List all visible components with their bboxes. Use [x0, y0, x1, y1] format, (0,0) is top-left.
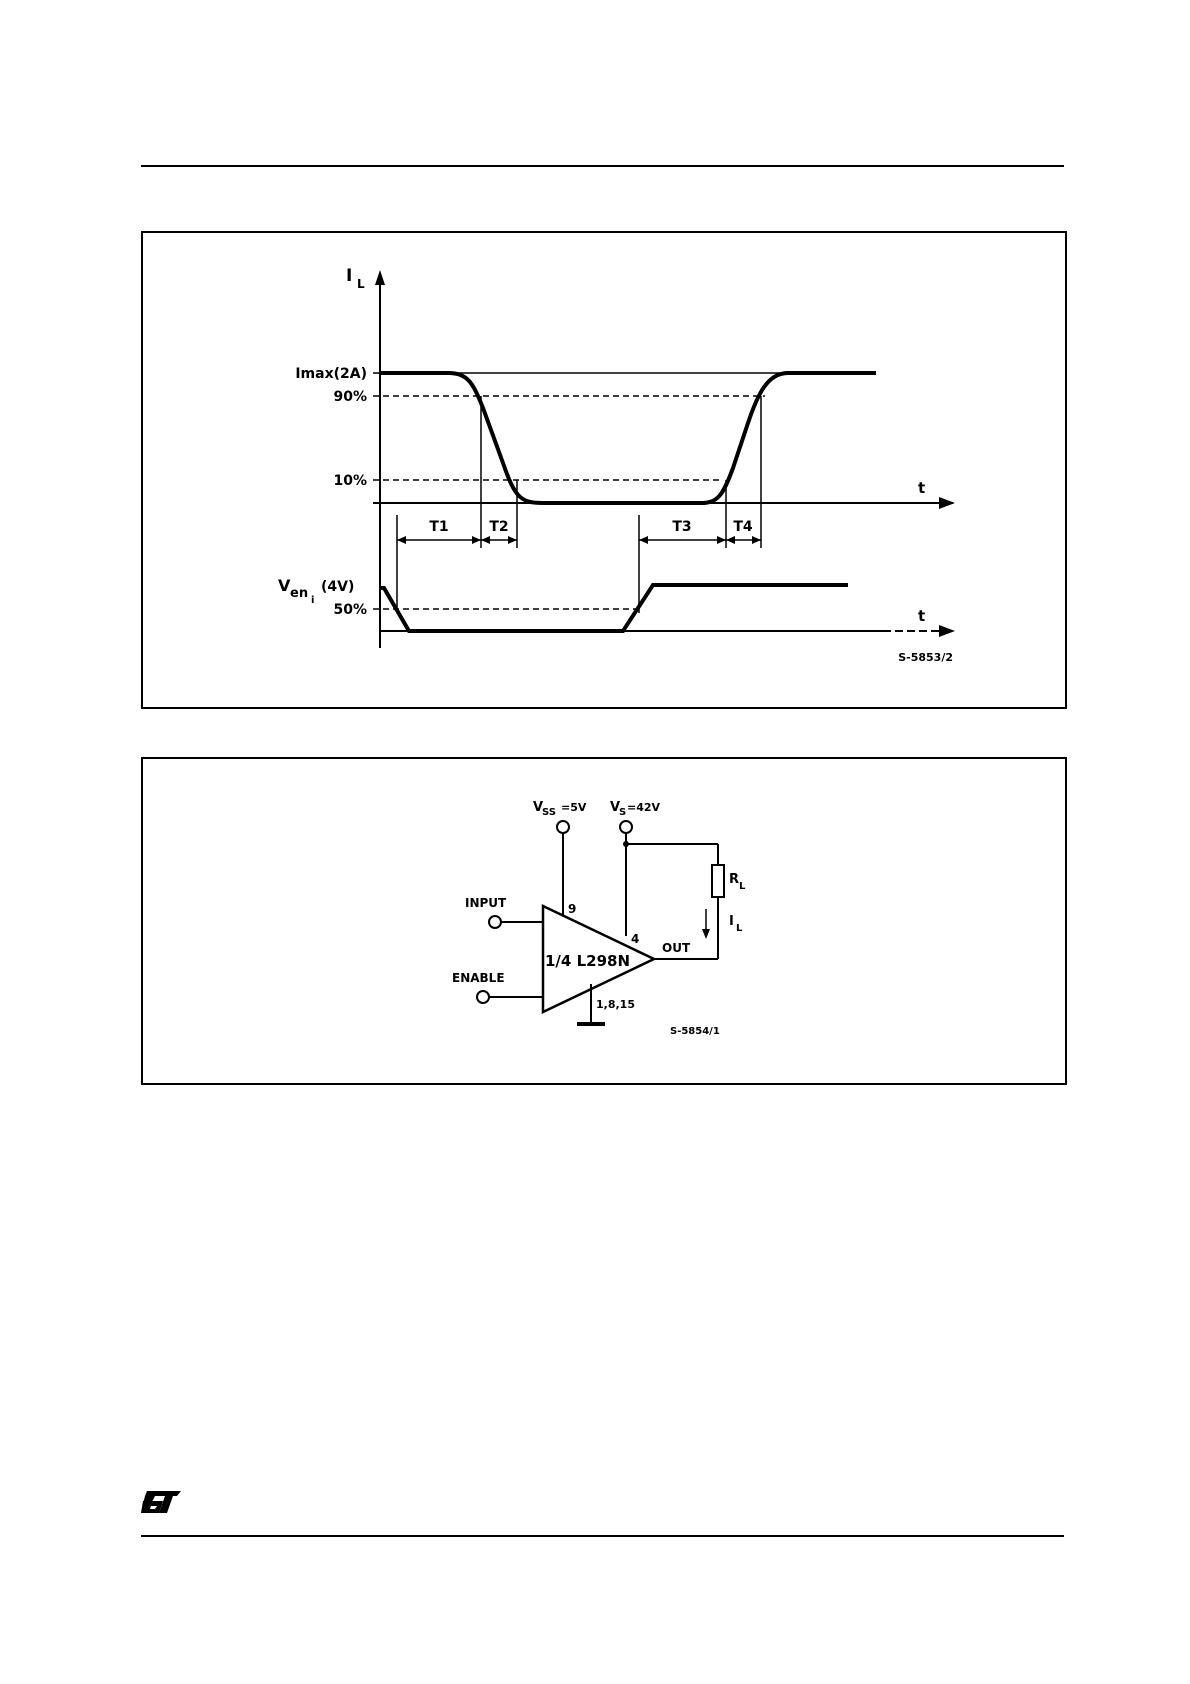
test-circuit: V SS =5V 9 V S =42V 4 R L I L 1/4 L298N …	[452, 800, 746, 1037]
rl-symbol: R	[729, 872, 739, 887]
vs-symbol: V	[610, 800, 620, 815]
t3-label: T3	[672, 519, 691, 535]
vss-value: =5V	[561, 801, 587, 814]
load-resistor-icon	[711, 864, 725, 898]
t2-label: T2	[489, 519, 508, 535]
vss-symbol: V	[533, 800, 543, 815]
bridge-driver-triangle-icon	[541, 904, 657, 1014]
st-logo	[141, 1489, 183, 1515]
current-axis-arrow-icon	[375, 270, 385, 285]
ven-sub2: i	[311, 595, 314, 606]
il-subscript: L	[736, 923, 743, 934]
timing-diagram-frame: I L Imax(2A) 90% 10% t T1	[141, 231, 1067, 709]
ven-subscript: en	[290, 586, 308, 601]
level-90-label: 90%	[333, 389, 367, 405]
vs-terminal-icon	[619, 820, 633, 834]
time-axis-top-label: t	[918, 479, 925, 497]
enable-voltage-waveform	[380, 583, 848, 633]
test-circuit-frame: V SS =5V 9 V S =42V 4 R L I L 1/4 L298N …	[141, 757, 1067, 1085]
header-rule	[141, 165, 1064, 167]
enable-label: ENABLE	[452, 971, 505, 985]
t4-label: T4	[733, 519, 753, 535]
vss-pin-number: 9	[568, 902, 576, 916]
input-terminal-icon	[488, 915, 502, 929]
time-axis-top-arrow-icon	[939, 497, 955, 509]
time-axis-bottom-label: t	[918, 607, 925, 625]
vs-pin-number: 4	[631, 932, 639, 946]
timing-diagram: I L Imax(2A) 90% 10% t T1	[278, 266, 955, 664]
circuit-figure-code: S-5854/1	[670, 1026, 720, 1037]
ven-level: (4V)	[321, 579, 354, 595]
enable-terminal-icon	[476, 990, 490, 1004]
current-axis-symbol: I	[346, 266, 352, 286]
timing-figure-code: S-5853/2	[898, 651, 953, 664]
level-10-label: 10%	[333, 473, 367, 489]
ground-pin-numbers: 1,8,15	[596, 998, 635, 1011]
level-50-label: 50%	[333, 602, 367, 618]
ic-label: 1/4 L298N	[545, 952, 630, 970]
t3-dimension	[639, 536, 726, 544]
t4-dimension	[726, 536, 761, 544]
vs-subscript: S	[619, 807, 626, 818]
vss-terminal-icon	[556, 820, 570, 834]
st-logo-icon	[141, 1491, 181, 1513]
load-current-arrow-icon	[702, 929, 710, 939]
vs-value: =42V	[627, 801, 661, 814]
rl-subscript: L	[739, 881, 746, 892]
input-label: INPUT	[465, 896, 507, 910]
t2-dimension	[481, 536, 517, 544]
vss-subscript: SS	[542, 807, 556, 818]
out-label: OUT	[662, 941, 691, 955]
il-symbol: I	[729, 914, 734, 929]
imax-label: Imax(2A)	[295, 366, 367, 382]
t1-dimension	[397, 536, 481, 544]
time-axis-bottom-arrow-icon	[939, 625, 955, 637]
current-axis-subscript: L	[357, 277, 365, 291]
t1-label: T1	[429, 519, 448, 535]
load-current-waveform	[380, 371, 876, 505]
footer-rule	[141, 1535, 1064, 1537]
ven-symbol: V	[278, 576, 291, 595]
